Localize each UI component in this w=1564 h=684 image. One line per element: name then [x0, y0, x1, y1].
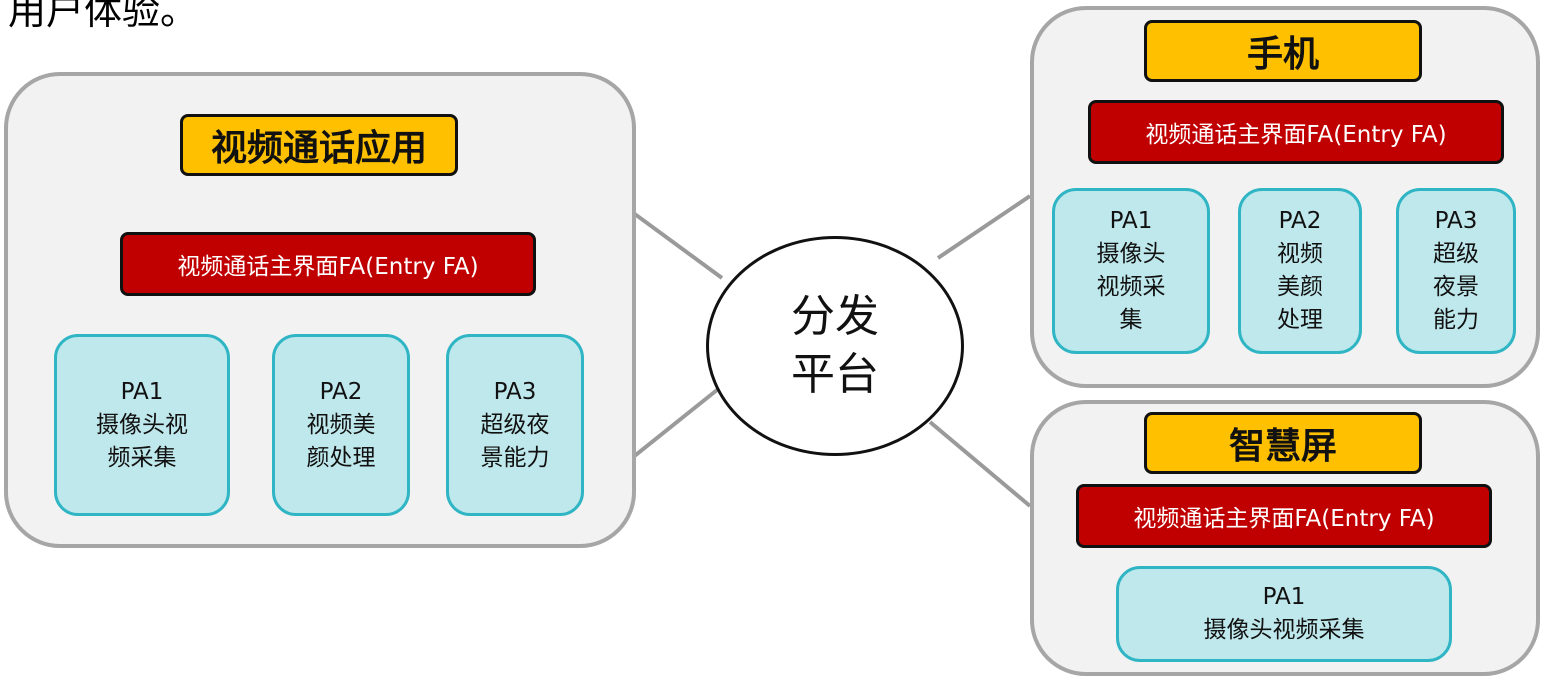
app-ability-pa2: PA2 视频美 颜处理: [272, 334, 410, 516]
smart-screen-ability-pa1-label: PA1 摄像头视频采集: [1203, 584, 1365, 643]
distribution-platform-node: 分发 平台: [706, 236, 964, 456]
app-ability-pa1: PA1 摄像头视 频采集: [54, 334, 230, 516]
phone-entry-fa: 视频通话主界面FA(Entry FA): [1088, 100, 1504, 164]
app-entry-fa: 视频通话主界面FA(Entry FA): [120, 232, 536, 296]
connector-phone: [936, 194, 1032, 260]
phone-ability-pa1: PA1 摄像头 视频采 集: [1052, 188, 1210, 354]
app-ability-pa2-label: PA2 视频美 颜处理: [306, 378, 376, 471]
app-ability-pa3-label: PA3 超级夜 景能力: [480, 378, 550, 471]
app-ability-pa1-label: PA1 摄像头视 频采集: [96, 378, 188, 471]
connector-app-top: [630, 210, 724, 280]
app-ability-pa3: PA3 超级夜 景能力: [446, 334, 584, 516]
phone-ability-pa3-label: PA3 超级 夜景 能力: [1433, 208, 1479, 333]
smart-screen-ability-pa1: PA1 摄像头视频采集: [1116, 566, 1452, 662]
connector-smart-screen: [928, 420, 1032, 508]
intro-text-fragment: 用户体验。: [8, 0, 199, 33]
phone-ability-pa2-label: PA2 视频 美颜 处理: [1277, 208, 1323, 333]
phone-title: 手机: [1144, 20, 1422, 82]
phone-ability-pa3: PA3 超级 夜景 能力: [1396, 188, 1516, 354]
connector-app-bottom: [630, 384, 724, 460]
distribution-platform-label: 分发 平台: [791, 291, 879, 400]
phone-ability-pa1-label: PA1 摄像头 视频采 集: [1096, 208, 1166, 333]
phone-ability-pa2: PA2 视频 美颜 处理: [1238, 188, 1362, 354]
smart-screen-title: 智慧屏: [1144, 412, 1422, 474]
app-title: 视频通话应用: [180, 114, 458, 176]
smart-screen-entry-fa: 视频通话主界面FA(Entry FA): [1076, 484, 1492, 548]
